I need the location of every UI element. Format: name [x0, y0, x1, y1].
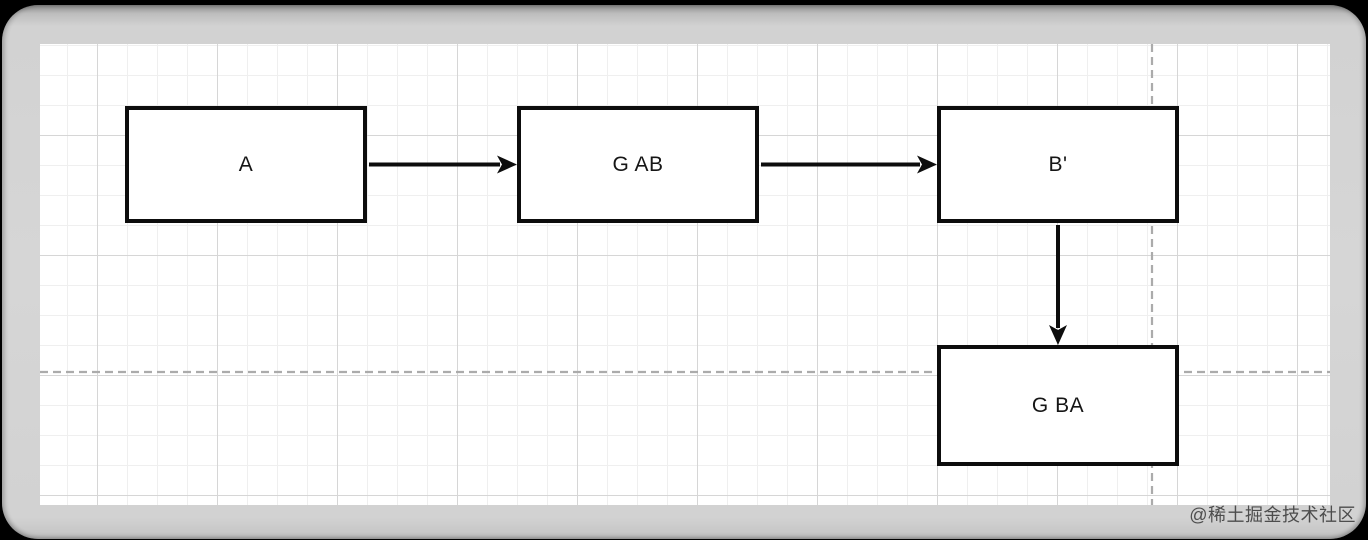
arrowhead-right-icon — [917, 155, 937, 174]
arrow-gab-to-bprime — [761, 155, 937, 174]
diagram-canvas: A G AB B' G BA — [40, 44, 1330, 505]
node-g-ab-label: G AB — [612, 152, 664, 176]
node-a: A — [125, 106, 367, 223]
node-b-prime-label: B' — [1048, 152, 1068, 176]
node-b-prime: B' — [937, 106, 1179, 223]
image-frame: A G AB B' G BA @稀土掘金技术社区 — [2, 5, 1366, 539]
node-g-ba-label: G BA — [1031, 393, 1085, 417]
arrow-a-to-gab — [369, 155, 517, 174]
arrowhead-right-icon — [497, 155, 517, 174]
arrow-bprime-to-gba — [1049, 225, 1067, 345]
node-a-label: A — [238, 152, 254, 176]
node-g-ab: G AB — [517, 106, 759, 223]
watermark: @稀土掘金技术社区 — [1189, 505, 1356, 525]
arrowhead-down-icon — [1049, 325, 1067, 345]
node-g-ba: G BA — [937, 345, 1179, 466]
